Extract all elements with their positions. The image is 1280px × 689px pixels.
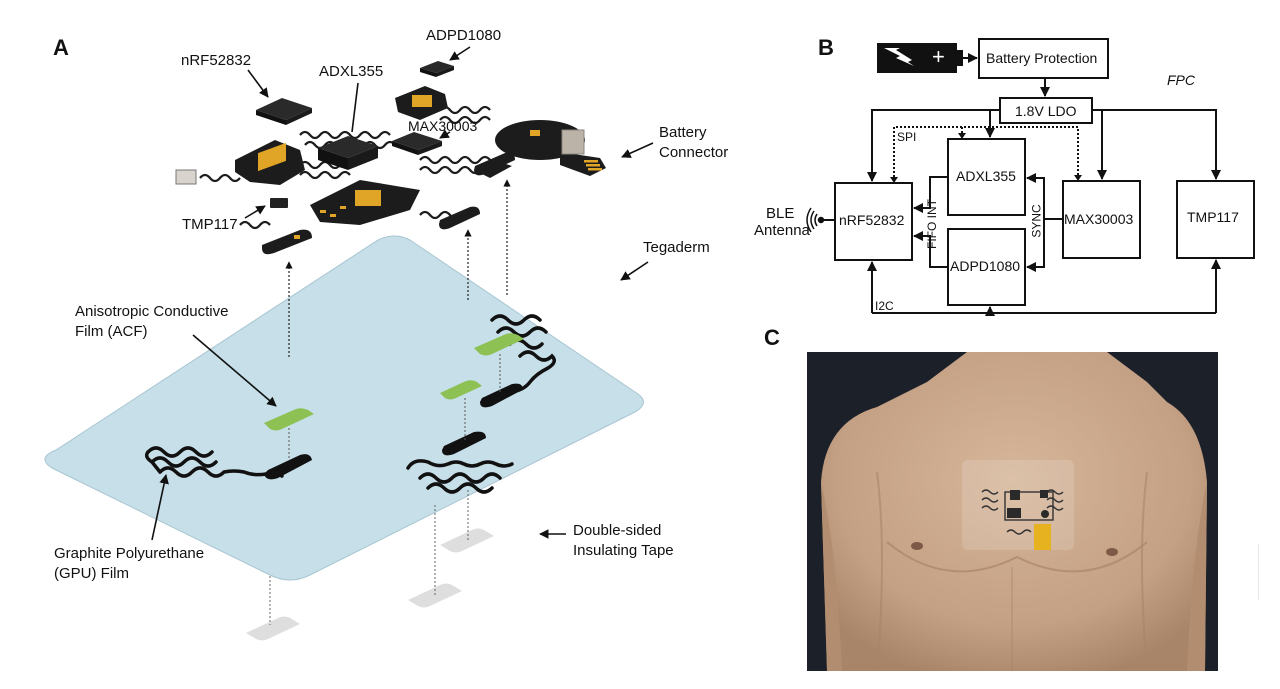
residual-line	[1258, 544, 1259, 600]
adpd1080-label: ADPD1080	[950, 258, 1021, 274]
ldo-label: 1.8V LDO	[1015, 103, 1077, 119]
label-battery-connector-line2: Connector	[659, 144, 729, 161]
label-tmp117: TMP117	[182, 216, 238, 233]
fifo-int-label: FIFO INT	[925, 199, 939, 249]
gpu-electrode-right-top	[490, 314, 556, 402]
block-diagram	[806, 38, 1255, 316]
acf-pad	[474, 333, 524, 356]
label-tegaderm: Tegaderm	[643, 239, 710, 256]
adpd-leader	[449, 46, 471, 61]
battery-plus-symbol: +	[932, 44, 945, 69]
exploded-view-illustration	[44, 46, 654, 641]
nrf52832-label: nRF52832	[839, 212, 905, 228]
nrf-leader	[247, 69, 269, 98]
adxl355-label: ADXL355	[956, 168, 1016, 184]
acf-pads	[264, 333, 524, 431]
acf-leader	[192, 334, 277, 407]
label-gpu-line2: (GPU) Film	[54, 565, 129, 582]
capacitor	[175, 169, 197, 185]
panel-c-letter: C	[764, 325, 780, 350]
tape-pad	[408, 583, 462, 608]
adpd1080-box	[947, 228, 1026, 306]
sync-label: SYNC	[1029, 204, 1044, 238]
adxl-leader	[351, 82, 359, 133]
pcb-tab	[474, 152, 515, 176]
fpc-label: FPC	[1167, 72, 1195, 88]
battery-protection-box	[978, 38, 1109, 79]
gpu-electrode-right-bottom	[406, 459, 514, 494]
label-nrf52832: nRF52832	[181, 52, 252, 69]
label-gpu-line1: Graphite Polyurethane	[54, 545, 205, 562]
tmp117-box	[1176, 180, 1255, 259]
battery-protection-label: Battery Protection	[986, 50, 1098, 66]
tegaderm-leader	[620, 261, 649, 281]
panel-b-letter: B	[818, 35, 834, 60]
label-tape-line2: Insulating Tape	[573, 542, 674, 559]
acf-pad	[264, 408, 314, 431]
gpu-pad-left	[264, 454, 312, 480]
chest-photo	[807, 352, 1218, 671]
label-adpd1080: ADPD1080	[426, 27, 502, 44]
battery-connector-pins	[584, 160, 602, 171]
chip-tmp117	[270, 198, 288, 208]
battery-connector-leader	[621, 142, 654, 158]
tegaderm-sheet	[44, 235, 644, 581]
battery-connector-box	[561, 129, 585, 155]
pcb-tab	[439, 206, 480, 230]
label-adxl355: ADXL355	[319, 63, 384, 80]
max30003-box	[1062, 180, 1141, 259]
tape-pad	[246, 616, 300, 641]
antenna-icon	[806, 207, 825, 233]
gpu-leader	[151, 474, 169, 541]
label-tape-line1: Double-sided	[573, 522, 662, 539]
tmp-leader	[244, 205, 266, 219]
chip-nrf52832	[256, 98, 312, 125]
label-acf-line1: Anisotropic Conductive	[75, 303, 229, 320]
label-acf-line2: Film (ACF)	[75, 323, 148, 340]
max30003-label: MAX30003	[1064, 211, 1134, 227]
nrf52832-box	[834, 182, 913, 261]
ble-antenna-label-line1: BLE	[766, 205, 795, 222]
tape-pad	[440, 528, 494, 553]
alignment-lines-lower	[269, 490, 469, 625]
gpu-electrode-left	[144, 446, 284, 478]
chip-adpd1080	[420, 61, 454, 77]
alignment-arrows-upper	[285, 179, 511, 357]
label-battery-connector-line1: Battery	[659, 124, 707, 141]
acf-pad	[440, 380, 482, 400]
fpc-board	[175, 86, 606, 255]
gpu-pad-right-top	[480, 383, 523, 408]
lightning-icon	[884, 48, 914, 66]
i2c-label: I2C	[875, 299, 894, 313]
chip-max30003	[392, 132, 442, 155]
chip-adxl355	[318, 136, 378, 170]
label-max30003: MAX30003	[408, 118, 478, 134]
chest-photo-illustration	[807, 352, 1218, 671]
gpu-pad-right-bottom	[442, 431, 486, 456]
wearable-device	[981, 489, 1064, 535]
panel-a-letter: A	[53, 35, 69, 60]
ble-antenna-label-line2: Antenna	[754, 222, 810, 239]
spi-label: SPI	[897, 130, 917, 144]
max-leader	[439, 129, 451, 139]
battery-yellow	[1034, 524, 1051, 550]
tmp117-label: TMP117	[1187, 209, 1239, 225]
insulating-tape-pads	[246, 528, 494, 641]
